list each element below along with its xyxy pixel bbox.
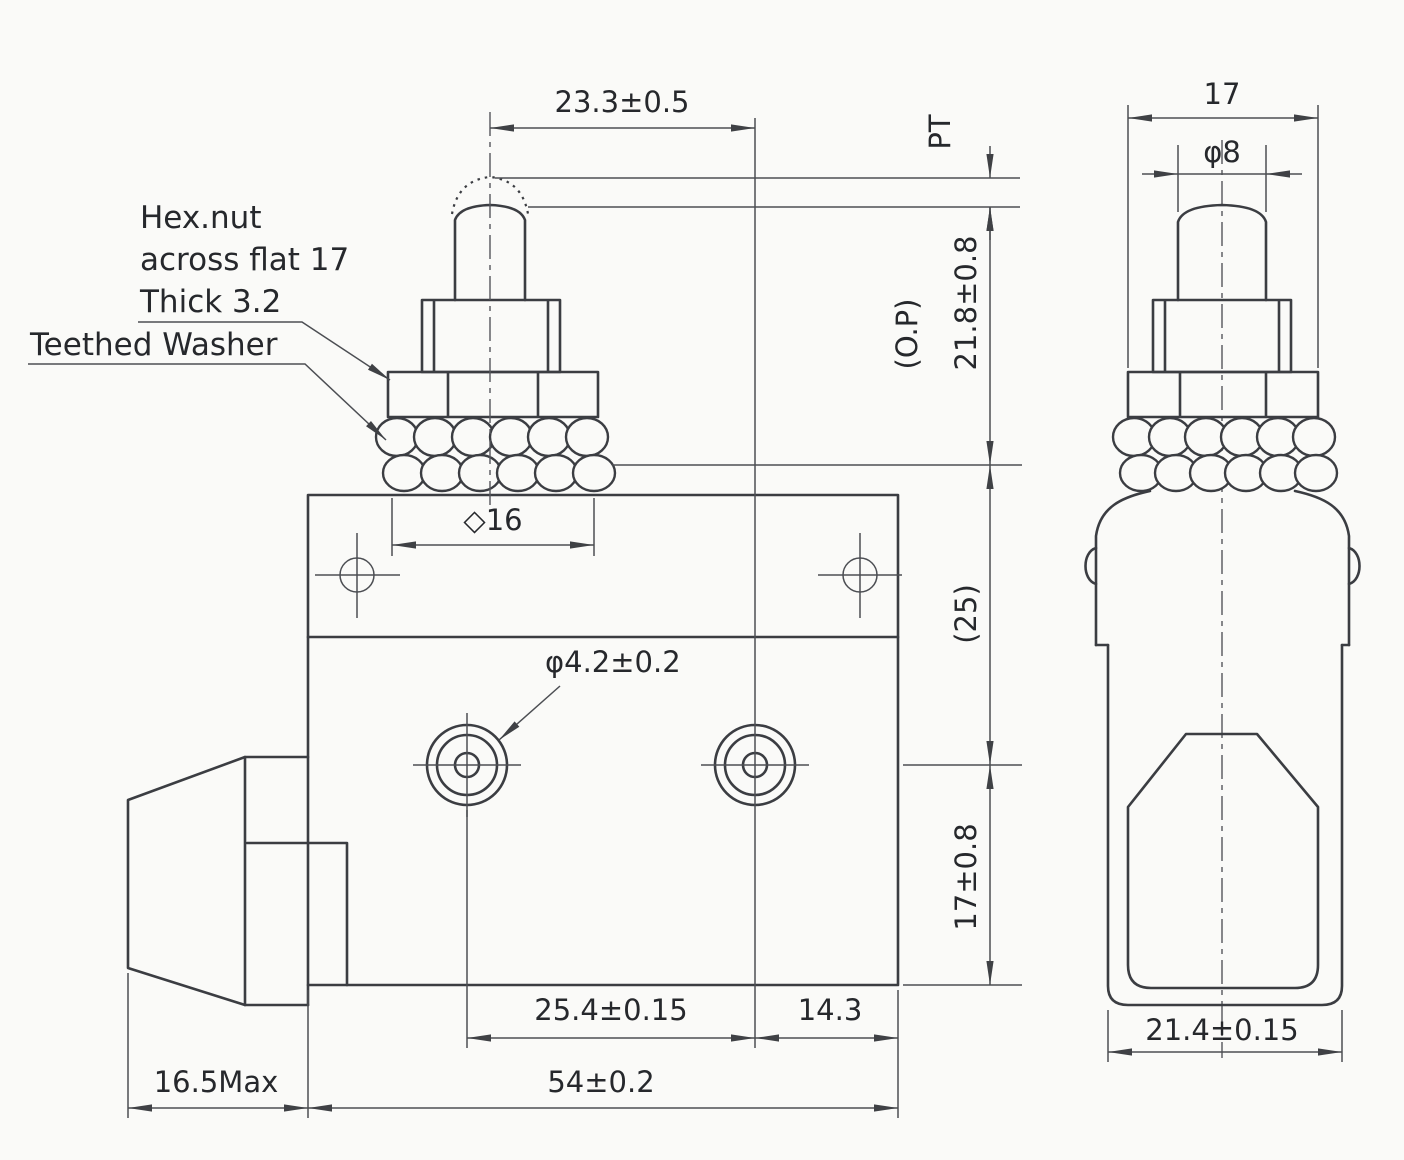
- dim-upper-body-height-text: (25): [949, 584, 983, 644]
- teethed-washer-leader-line: [28, 363, 387, 441]
- hex-nut-label-line2: across flat 17: [140, 242, 349, 278]
- teethed-washer-side: [1111, 416, 1339, 493]
- dim-nut-across-flats: 17: [1127, 77, 1319, 368]
- dimensions: 23.3±0.5 PT (O.P) 21.8±0.8 (25) 17: [127, 77, 1343, 1118]
- dim-terminal-hole-diameter-text: φ4.2±0.2: [545, 645, 681, 679]
- dim-body-depth-text: 21.4±0.15: [1145, 1013, 1298, 1047]
- teethed-washer-front: [374, 416, 617, 493]
- side-body: [1106, 643, 1344, 1007]
- dim-terminal-to-edge: 14.3: [755, 990, 899, 1118]
- hex-nut-label-line3: Thick 3.2: [139, 284, 281, 320]
- hex-nut-leader-line: [138, 321, 391, 381]
- terminal-hole-left: [413, 713, 521, 817]
- hex-nut: [386, 370, 600, 419]
- dim-gland-length-text: 16.5Max: [154, 1065, 279, 1099]
- threaded-bushing: [420, 298, 562, 374]
- hex-nut-label-line1: Hex.nut: [140, 200, 262, 236]
- dim-gland-length: 16.5Max: [127, 973, 309, 1118]
- dim-terminal-spacing-text: 25.4±0.15: [534, 993, 687, 1027]
- side-nub-right: [1347, 546, 1361, 586]
- dim-body-width: 54±0.2: [308, 1065, 898, 1112]
- side-nub-left: [1084, 546, 1098, 586]
- side-view: [1084, 140, 1361, 1058]
- dim-plunger-offset-text: 23.3±0.5: [555, 85, 690, 119]
- dim-pretravel-text: PT: [923, 114, 957, 149]
- mounting-hole-right: [818, 533, 902, 618]
- dim-plunger-diameter: φ8: [1142, 135, 1302, 212]
- dim-washer-diameter-text: ◇16: [463, 503, 522, 537]
- dim-nut-across-flats-text: 17: [1204, 77, 1241, 111]
- side-body-cavity: [1126, 732, 1320, 990]
- dim-washer-diameter: ◇16: [391, 498, 595, 556]
- dim-op-height: (O.P) 21.8±0.8: [612, 207, 1022, 466]
- dim-plunger-diameter-text: φ8: [1203, 135, 1241, 169]
- dim-pretravel: PT: [923, 114, 994, 240]
- dim-upper-body-height: (25): [903, 465, 1022, 766]
- mounting-hole-left: [315, 533, 400, 618]
- dim-terminal-spacing: 25.4±0.15: [466, 810, 755, 1048]
- front-view: [126, 112, 902, 1007]
- dim-terminal-to-edge-text: 14.3: [798, 993, 863, 1027]
- cable-gland: [126, 755, 310, 1007]
- dim-lower-body-height-text: 17±0.8: [949, 823, 983, 930]
- side-hex-nut: [1126, 370, 1320, 419]
- dim-lower-body-height: 17±0.8: [903, 765, 1022, 986]
- dim-body-width-text: 54±0.2: [547, 1065, 654, 1099]
- dim-body-depth: 21.4±0.15: [1107, 1010, 1343, 1062]
- dim-op-label-text: (O.P): [890, 299, 924, 370]
- dim-plunger-offset: 23.3±0.5: [490, 85, 756, 1048]
- dim-terminal-hole-diameter: φ4.2±0.2: [498, 645, 681, 741]
- side-plunger-pin: [1176, 203, 1268, 302]
- dim-op-height-text: 21.8±0.8: [949, 236, 983, 371]
- plunger-assembly-front: [374, 112, 617, 512]
- teethed-washer-label: Teethed Washer: [29, 327, 278, 363]
- switch-body-front: [245, 493, 900, 987]
- callout-labels: Hex.nut across flat 17 Thick 3.2 Teethed…: [28, 200, 391, 441]
